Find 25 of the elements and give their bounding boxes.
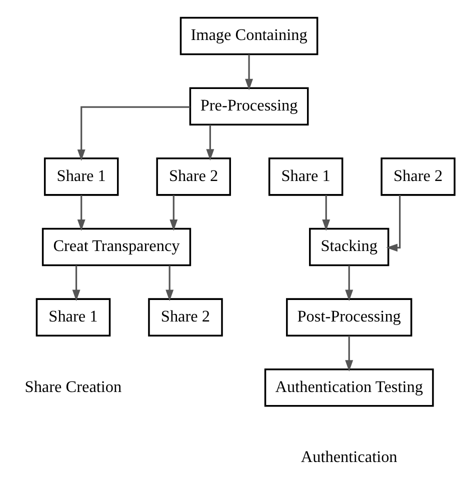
node-box: Share 1 xyxy=(268,157,343,196)
arrow xyxy=(76,106,190,160)
arrow xyxy=(344,264,353,301)
arrow xyxy=(169,194,178,230)
node-box: Share 1 xyxy=(35,298,110,336)
node-box: Share 2 xyxy=(156,157,230,196)
arrow xyxy=(165,264,174,301)
label: Authentication xyxy=(300,448,397,466)
label: Share Creation xyxy=(24,377,122,396)
arrow xyxy=(386,194,400,252)
arrow xyxy=(322,194,330,230)
node-box: Creat Transparency xyxy=(41,227,191,266)
node-box: Image Containing xyxy=(179,16,318,55)
arrow xyxy=(72,264,80,301)
node-box: Share 2 xyxy=(148,298,222,336)
arrow xyxy=(206,124,214,160)
node-box: Authentication Testing xyxy=(264,368,434,406)
node-box: Stacking xyxy=(308,227,389,266)
node-box: Share 1 xyxy=(43,157,118,196)
arrow xyxy=(344,335,353,371)
node-box: Pre-Processing xyxy=(188,86,308,125)
arrow xyxy=(244,54,253,90)
node-box: Share 2 xyxy=(380,157,455,196)
node-box: Post-Processing xyxy=(286,298,412,336)
arrow xyxy=(76,194,85,230)
